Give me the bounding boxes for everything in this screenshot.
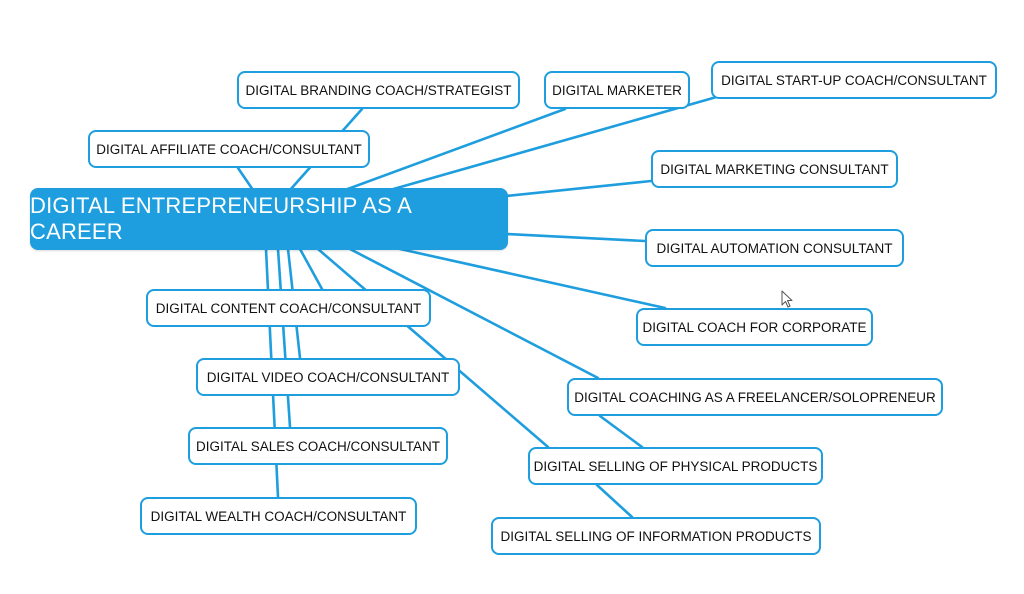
node-freelancer-coaching[interactable]: DIGITAL COACHING AS A FREELANCER/SOLOPRE…	[567, 378, 943, 416]
link-physical	[316, 247, 550, 449]
link-automation	[504, 232, 647, 243]
mouse-pointer-icon	[781, 290, 793, 308]
link-freelancer	[348, 247, 600, 380]
link-content	[298, 247, 324, 291]
link-marketer	[343, 107, 567, 192]
central-topic[interactable]: DIGITAL ENTREPRENEURSHIP AS A CAREER	[30, 188, 508, 250]
node-sales-coach[interactable]: DIGITAL SALES COACH/CONSULTANT	[188, 427, 448, 465]
node-physical-products[interactable]: DIGITAL SELLING OF PHYSICAL PRODUCTS	[528, 447, 823, 485]
node-automation-consultant[interactable]: DIGITAL AUTOMATION CONSULTANT	[645, 229, 904, 267]
link-info	[595, 483, 634, 519]
node-coach-for-corporate[interactable]: DIGITAL COACH FOR CORPORATE	[636, 308, 873, 346]
link-affiliate	[236, 166, 255, 192]
node-content-coach[interactable]: DIGITAL CONTENT COACH/CONSULTANT	[146, 289, 431, 327]
node-digital-marketer[interactable]: DIGITAL MARKETER	[544, 71, 690, 109]
node-marketing-consultant[interactable]: DIGITAL MARKETING CONSULTANT	[651, 150, 898, 188]
node-affiliate-coach[interactable]: DIGITAL AFFILIATE COACH/CONSULTANT	[88, 130, 370, 168]
node-branding-coach[interactable]: DIGITAL BRANDING COACH/STRATEGIST	[237, 71, 520, 109]
link-mktcons	[504, 179, 653, 198]
link-corporate	[398, 247, 667, 310]
link-sales	[276, 247, 292, 429]
link-freelancer-physical	[598, 414, 644, 449]
node-information-products[interactable]: DIGITAL SELLING OF INFORMATION PRODUCTS	[491, 517, 821, 555]
node-startup-coach[interactable]: DIGITAL START-UP COACH/CONSULTANT	[711, 61, 997, 99]
node-video-coach[interactable]: DIGITAL VIDEO COACH/CONSULTANT	[196, 358, 460, 396]
link-startup	[388, 94, 722, 192]
node-wealth-coach[interactable]: DIGITAL WEALTH COACH/CONSULTANT	[140, 497, 417, 535]
